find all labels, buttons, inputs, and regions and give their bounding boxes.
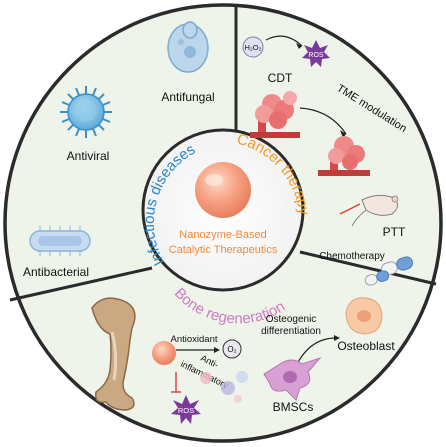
h2o2-bubble — [242, 36, 264, 58]
ros-label-cancer: ROS — [308, 52, 324, 59]
antifungal-label: Antifungal — [161, 90, 214, 104]
ros-star-icon — [302, 40, 330, 67]
fungus-icon — [167, 21, 209, 73]
arrowhead-icon — [340, 130, 346, 138]
arrowhead-icon — [296, 43, 302, 49]
antibacterial-label: Antibacterial — [23, 265, 89, 279]
h2o2-label: H₂O₂ — [244, 43, 261, 52]
osteoblast-icon — [345, 297, 383, 335]
ptt-label: PTT — [383, 225, 406, 239]
arrowhead-icon — [334, 335, 340, 341]
h2o2-to-ros-arrow — [265, 35, 303, 47]
ros-label-bone: ROS — [178, 406, 194, 415]
pill-capsule-icon — [364, 256, 414, 286]
nanozyme-sphere — [195, 162, 251, 218]
bmscs-label: BMSCs — [273, 400, 314, 414]
center-title-line2: Catalytic Therapeutics — [169, 244, 278, 256]
arrowhead-icon — [214, 347, 220, 353]
osteogenic-label-line1: Osteogenic — [266, 314, 317, 325]
osteoblast-label: Osteoblast — [337, 339, 395, 353]
nanozyme-small-sphere — [152, 341, 176, 365]
chemotherapy-label: Chemotherapy — [319, 251, 385, 262]
inflammatory-cells-icon — [200, 371, 248, 403]
virus-icon — [60, 86, 112, 138]
antioxidant-label: Antioxidant — [170, 334, 217, 345]
o2-label: O₂ — [227, 345, 236, 354]
osteogenic-label-line2: differentiation — [261, 326, 321, 337]
o2-bubble — [222, 339, 242, 359]
ros-star-icon — [171, 395, 201, 424]
cdt-label: CDT — [268, 71, 293, 85]
tumor-icon — [250, 91, 300, 138]
center-title-line1: Nanozyme-Based — [179, 229, 266, 241]
mouse-laser-icon — [339, 194, 399, 227]
antiviral-label: Antiviral — [67, 149, 110, 163]
sphere-highlight — [205, 174, 223, 186]
divider-right — [299, 250, 437, 286]
tumor-shrunk-icon — [318, 136, 370, 176]
tme-arrow — [299, 107, 347, 135]
bone-icon — [91, 297, 136, 411]
divider-left — [9, 266, 153, 302]
bmsc-icon — [263, 356, 322, 401]
bacteria-icon — [29, 226, 91, 256]
